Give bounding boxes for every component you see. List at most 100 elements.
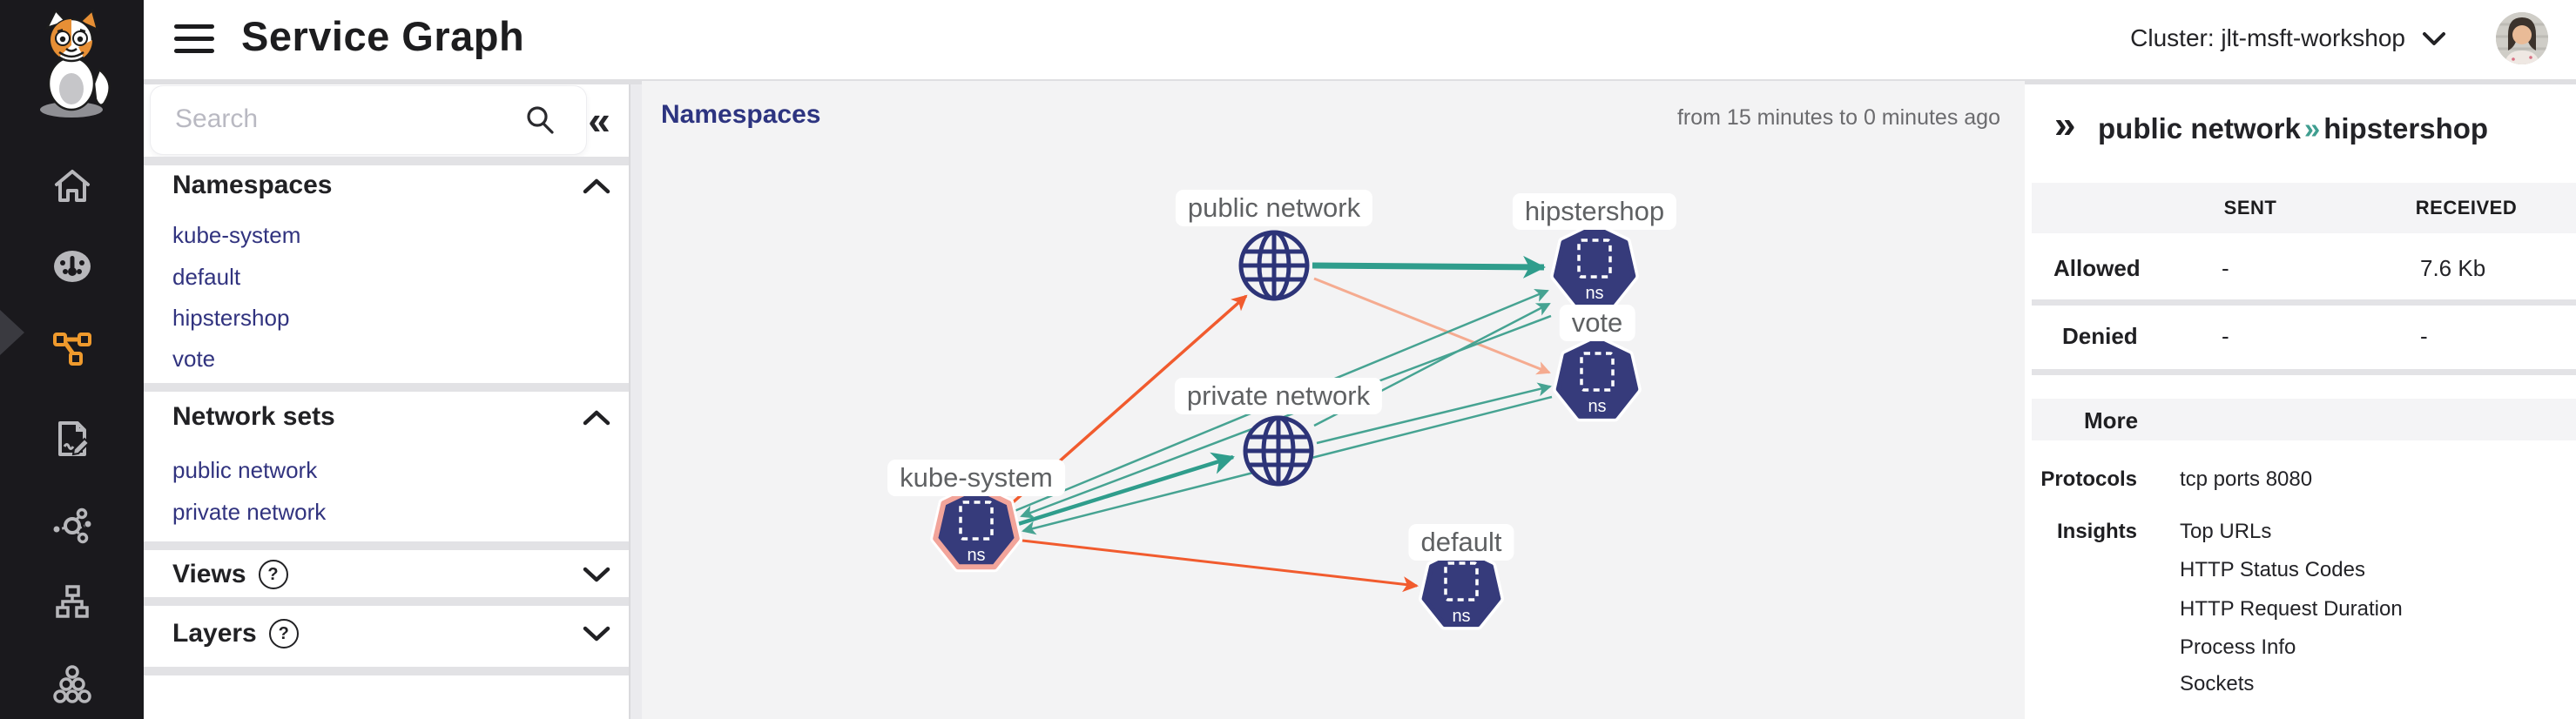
protocols-label: Protocols [2040,467,2137,491]
chevron-up-icon[interactable] [581,407,612,429]
sidebar-item-vote[interactable]: vote [172,346,216,372]
graph-node-label-public-network[interactable]: public network [1175,190,1373,226]
hamburger-menu-icon[interactable] [174,21,214,57]
detail-panel: » public network»hipstershop SENT RECEIV… [2032,84,2576,719]
help-icon[interactable]: ? [268,619,299,648]
graph-node-label-private-network[interactable]: private network [1174,378,1383,414]
graph-canvas[interactable]: ns ns ns ns public network hipstershop vote pri… [642,81,2025,719]
graph-node-default[interactable]: ns [1419,547,1504,630]
denied-received-value: - [2420,323,2428,349]
tree-hierarchy-icon [55,585,89,618]
graph-node-hipstershop[interactable]: ns [1550,222,1639,309]
graph-edge-public-network-to-hipstershop[interactable] [1312,255,1546,279]
insight-process-info[interactable]: Process Info [2180,635,2296,659]
insight-http-status-codes[interactable]: HTTP Status Codes [2180,558,2365,581]
ns-badge: ns [1585,284,1603,303]
more-label: More [2084,407,2139,433]
section-gap [144,541,629,550]
nav-dashboard[interactable] [0,233,144,299]
graph-edge-hipstershop-to-kube-system[interactable] [1020,314,1552,519]
graph-node-vote[interactable]: ns [1553,335,1642,422]
left-icon-bar [0,0,144,719]
section-gap [144,667,629,675]
sidebar: Search « Namespaces kube-system default … [144,84,629,719]
insight-top-urls[interactable]: Top URLs [2180,520,2272,543]
section-gap [144,597,629,606]
graph-edge-public-network-to-vote[interactable] [1313,277,1551,375]
help-icon[interactable]: ? [258,560,288,589]
section-label: Network sets [172,402,335,431]
service-graph-panel[interactable]: Namespaces from 15 minutes to 0 minutes … [642,81,2025,719]
section-gap [144,157,629,165]
graph-edge-kube-system-to-private-network[interactable] [1017,452,1235,527]
graph-edge-kube-system-to-default[interactable] [1022,539,1419,593]
sidebar-graph-divider [629,84,642,719]
cluster-circles-icon [52,665,91,703]
graph-node-label-kube-system[interactable]: kube-system [887,460,1065,496]
section-header-network-sets[interactable]: Network sets [172,402,335,432]
search-box[interactable]: Search [151,86,586,154]
graph-node-public-network[interactable] [1238,230,1310,301]
sidebar-item-private-network[interactable]: private network [172,499,327,525]
detail-panel-header: » public network»hipstershop [2032,84,2576,183]
cluster-selector-label[interactable]: Cluster: jlt-msft-workshop [2130,24,2405,51]
nav-home[interactable] [0,153,144,219]
graph-svg: ns ns ns ns [930,222,1642,630]
nav-service-graph[interactable] [0,317,144,383]
nav-flow-viz[interactable] [0,569,144,635]
row-divider [2032,299,2576,306]
allowed-received-value: 7.6 Kb [2420,255,2486,281]
sidebar-item-public-network[interactable]: public network [172,457,318,483]
graph-edge-private-network-to-vote[interactable] [1316,382,1552,445]
section-label: Namespaces [172,171,333,199]
sidebar-item-hipstershop[interactable]: hipstershop [172,305,290,331]
graph-node-kube-system[interactable]: ns [930,482,1022,573]
nav-policies[interactable] [0,406,144,472]
denied-sent-value: - [2222,323,2229,349]
graph-node-label-hipstershop[interactable]: hipstershop [1512,193,1677,230]
user-avatar[interactable] [2496,12,2548,64]
section-header-layers[interactable]: Layers ? [172,619,299,648]
breadcrumb-separator-icon: » [2303,112,2321,144]
calico-cat-logo [17,7,125,122]
more-section-header[interactable]: More [2032,399,2576,440]
graph-node-label-vote[interactable]: vote [1559,305,1635,341]
insight-http-request-duration[interactable]: HTTP Request Duration [2180,597,2403,621]
insights-label: Insights [2056,520,2137,543]
sidebar-item-kube-system[interactable]: kube-system [172,222,301,248]
column-header-sent: SENT [2223,197,2277,218]
policy-edit-icon [57,421,90,456]
active-nav-notch [0,310,24,355]
service-graph-icon [52,333,91,366]
graph-node-private-network[interactable] [1243,415,1314,487]
row-label: Denied [2062,323,2138,349]
nav-clusters[interactable] [0,651,144,717]
section-header-views[interactable]: Views ? [172,560,288,589]
home-icon [54,170,90,202]
graph-node-label-default[interactable]: default [1408,524,1514,561]
sidebar-collapse-icon[interactable]: « [588,97,610,143]
chevron-up-icon[interactable] [581,175,612,198]
search-icon[interactable] [523,104,556,137]
breadcrumb-source[interactable]: public network [2098,112,2301,144]
chevron-down-icon[interactable] [581,563,612,586]
nav-endpoints[interactable] [0,493,144,559]
network-molecule-icon [53,507,91,544]
section-label: Layers [172,619,257,648]
row-label: Allowed [2053,255,2141,281]
time-range-label: from 15 minutes to 0 minutes ago [1676,105,2000,130]
section-header-namespaces[interactable]: Namespaces [172,171,332,200]
collapse-panel-icon[interactable]: » [2054,104,2076,146]
breadcrumb-target[interactable]: hipstershop [2323,112,2489,144]
ns-badge: ns [967,546,985,565]
protocols-value: tcp ports 8080 [2180,467,2313,491]
column-header-received: RECEIVED [2415,197,2518,218]
top-bar: Service Graph Cluster: jlt-msft-workshop [144,0,2576,79]
sidebar-item-default[interactable]: default [172,264,241,290]
chevron-down-icon[interactable] [2421,30,2447,49]
insight-sockets[interactable]: Sockets [2180,672,2255,695]
search-input[interactable]: Search [175,104,259,133]
chevron-down-icon[interactable] [581,622,612,645]
ns-badge: ns [1588,397,1606,416]
